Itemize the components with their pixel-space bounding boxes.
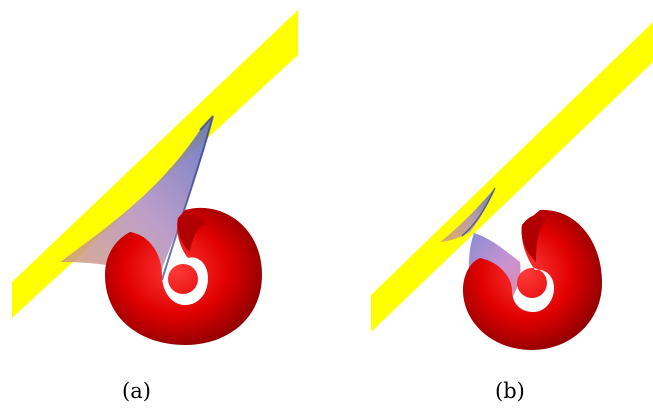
panel-b (371, 22, 653, 350)
membrane-surface (60, 116, 213, 285)
panel-a (12, 10, 298, 345)
caption-b: (b) (495, 379, 525, 403)
red-spiral-tube (463, 209, 602, 350)
red-spiral-inner-lip (177, 214, 205, 252)
membrane-sliver-edge (461, 187, 496, 237)
red-spiral-inner-lip (521, 215, 546, 262)
yellow-plane-band (12, 10, 298, 318)
caption-a: (a) (122, 379, 151, 403)
red-spiral-tube (105, 207, 262, 345)
membrane-edge (161, 115, 214, 281)
yellow-plane-band (371, 22, 653, 332)
